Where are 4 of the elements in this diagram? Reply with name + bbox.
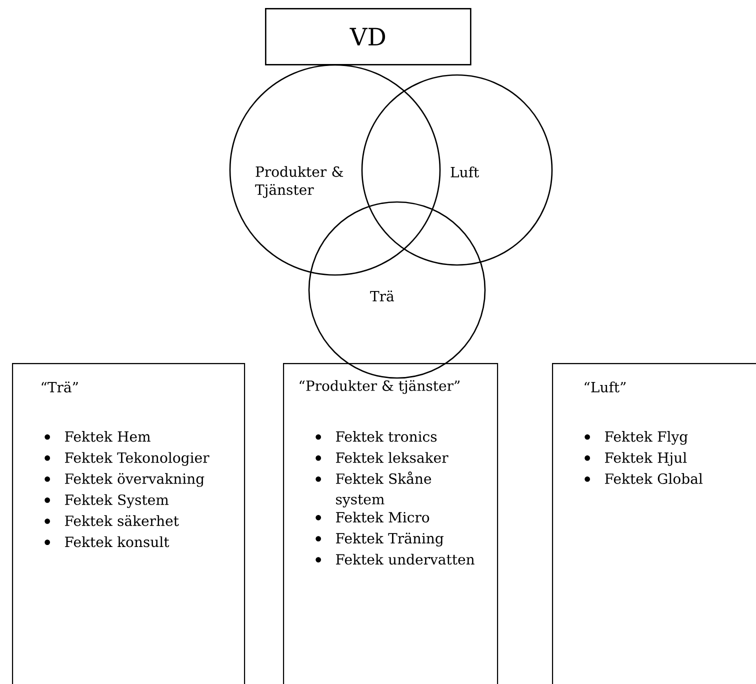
list-box: “Trä” Fektek Hem Fektek Tekonologier Fektek övervakning Fektek System Fektek säkerhet Fektek konsult [12, 363, 246, 684]
title-box: VD [265, 8, 472, 66]
list-box: “Luft” Fektek Flyg Fektek Hjul Fektek Global [552, 363, 756, 684]
list-box: “Produkter & tjänster” Fektek tronics Fektek leksaker Fektek Skåne system Fektek Micro Fektek Träning Fektek undervatten [283, 363, 498, 684]
